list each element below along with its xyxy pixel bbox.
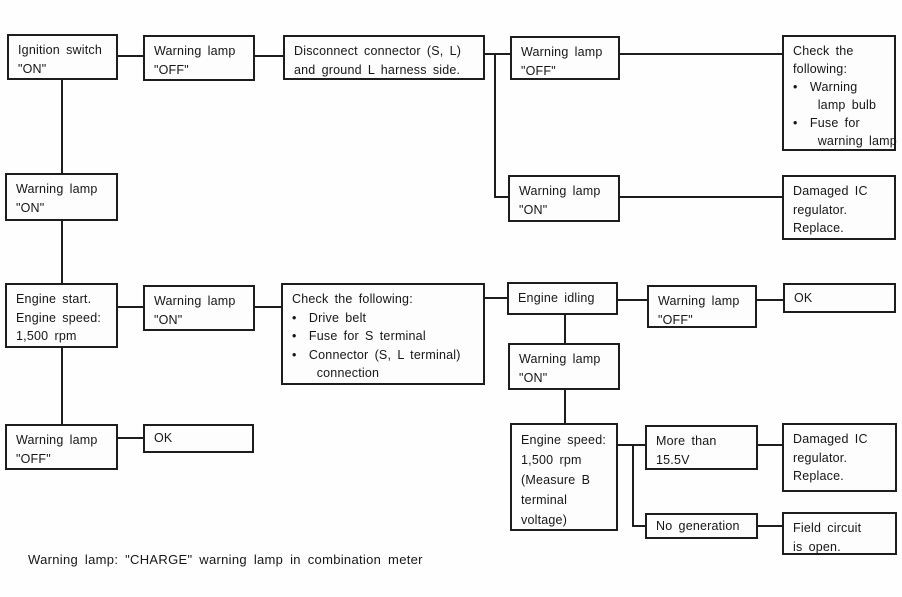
node-warning-lamp-on-branch: Warning lamp "ON" [508,175,620,222]
connector-line [494,196,508,198]
connector-line [620,196,782,198]
connector-line [255,306,281,308]
node-engine-idling: Engine idling [507,282,618,315]
connector-line [118,437,143,439]
connector-line [255,55,283,57]
node-damaged-ic-regulator-bottom: Damaged IC regulator. Replace. [782,423,897,492]
connector-line [618,444,645,446]
node-warning-lamp-on-idle: Warning lamp "ON" [508,343,620,390]
connector-line [632,444,634,527]
node-more-than-15v: More than 15.5V [645,425,758,470]
node-warning-lamp-on-left: Warning lamp "ON" [5,173,118,221]
footnote-warning-lamp: Warning lamp: "CHARGE" warning lamp in c… [28,552,423,567]
connector-line [61,221,63,283]
connector-line [632,525,645,527]
connector-line [494,53,496,198]
connector-line [118,306,143,308]
connector-line [620,53,782,55]
connector-line [618,299,647,301]
node-damaged-ic-regulator-top: Damaged IC regulator. Replace. [782,175,896,240]
node-check-warning-lamp: Check the following: • Warning lamp bulb… [782,35,897,151]
node-warning-lamp-on-mid: Warning lamp "ON" [143,285,255,331]
node-field-circuit-open: Field circuit is open. [782,512,897,555]
node-ignition-switch: Ignition switch "ON" [7,34,118,80]
node-engine-start: Engine start. Engine speed: 1,500 rpm [5,283,118,348]
connector-line [118,55,143,57]
connector-line [758,444,782,446]
node-check-drive-belt: Check the following: • Drive belt • Fuse… [281,283,485,385]
connector-line [758,525,782,527]
node-warning-lamp-off-2: Warning lamp "OFF" [510,36,620,80]
connector-line [61,348,63,424]
connector-line [564,315,566,343]
connector-line [61,80,63,173]
node-engine-speed-measure: Engine speed: 1,500 rpm (Measure B termi… [510,423,618,531]
node-warning-lamp-off-idle: Warning lamp "OFF" [647,285,757,328]
node-ok-idle: OK [783,283,896,313]
node-disconnect-connector: Disconnect connector (S, L) and ground L… [283,35,485,80]
node-warning-lamp-off-1: Warning lamp "OFF" [143,35,255,81]
connector-line [485,297,507,299]
node-no-generation: No generation [645,513,758,539]
node-ok-bottom: OK [143,424,254,453]
node-warning-lamp-off-bottom: Warning lamp "OFF" [5,424,118,470]
connector-line [757,299,783,301]
connector-line [485,53,510,55]
connector-line [564,390,566,423]
